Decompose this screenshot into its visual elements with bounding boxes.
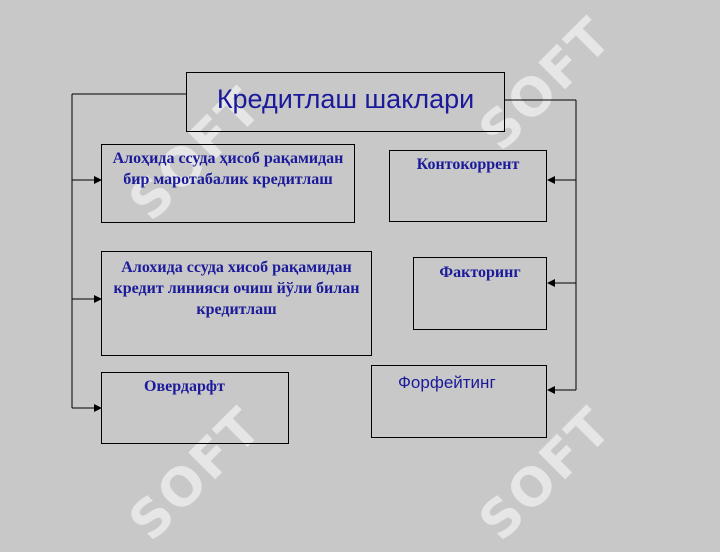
- right-box-3-label: Форфейтинг: [398, 373, 496, 392]
- right-box-3: Форфейтинг: [371, 365, 547, 438]
- left-box-1: Алоҳида ссуда ҳисоб рақамидан бир марота…: [101, 144, 355, 223]
- right-connector: [504, 99, 577, 394]
- left-box-2-label: Алохида ссуда хисоб рақамидан кредит лин…: [113, 259, 360, 318]
- right-box-2: Факторинг: [413, 257, 547, 330]
- left-box-3-label: Овердарфт: [144, 378, 225, 395]
- diagram-canvas: SOFT SOFT SOFT SOFT Кредитлаш шаклари: [71, 6, 624, 552]
- left-box-3: Овердарфт: [101, 372, 289, 444]
- diagram-title: Кредитлаш шаклари: [216, 84, 475, 114]
- left-box-1-label: Алоҳида ссуда ҳисоб рақамидан бир марота…: [112, 150, 344, 188]
- left-box-2: Алохида ссуда хисоб рақамидан кредит лин…: [101, 251, 372, 356]
- right-box-1-label: Контокоррент: [416, 156, 520, 173]
- left-connector: [71, 93, 186, 412]
- connector-lines: [71, 93, 577, 412]
- right-box-2-label: Факторинг: [439, 264, 521, 281]
- title-box: Кредитлаш шаклари: [186, 72, 505, 132]
- right-box-1: Контокоррент: [389, 150, 547, 222]
